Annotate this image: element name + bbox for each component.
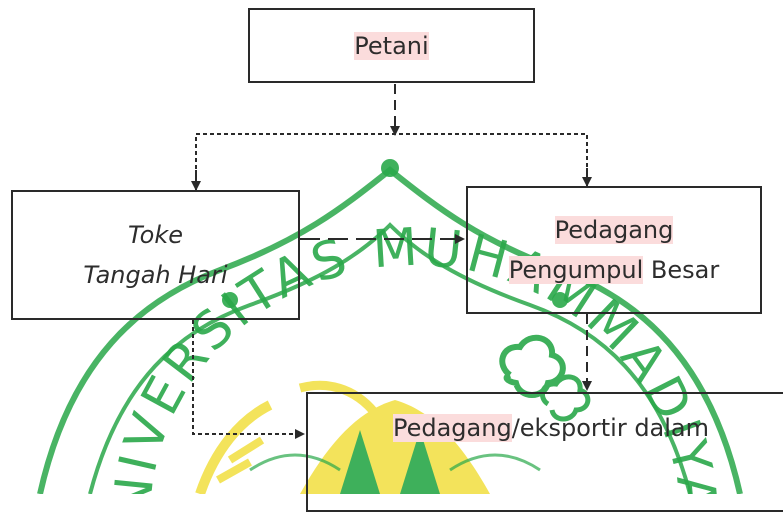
node-eksportir-rest: /eksportir dalam <box>511 414 710 442</box>
connector-toke-to-eksportir <box>192 320 305 439</box>
highlight-pengumpul: Pengumpul <box>508 256 644 284</box>
node-pengumpul-line1: Pedagang <box>554 210 674 250</box>
highlight-pedagang-eksportir: Pedagang <box>392 414 512 442</box>
node-toke-line2: Tangah Hari <box>83 261 228 289</box>
node-petani-label: Petani <box>354 26 429 66</box>
node-pedagang-eksportir: Pedagang/eksportir dalam <box>306 392 783 512</box>
node-petani: Petani <box>248 8 535 83</box>
node-toke-line1: Toke <box>127 221 184 249</box>
node-eksportir-line1: Pedagang/eksportir dalam <box>392 408 710 448</box>
watermark-seal: UNIVERSITAS MUHAMMADIYAH <box>0 0 743 494</box>
node-toke-tangah-hari: Toke Tangah Hari <box>11 190 300 320</box>
node-pengumpul-besar-text: Besar <box>643 256 720 284</box>
node-pedagang-pengumpul-besar: Pedagang Pengumpul Besar <box>466 186 762 314</box>
connector-layer <box>191 84 592 439</box>
highlight-petani: Petani <box>354 31 429 60</box>
connector-split-branch <box>195 133 588 190</box>
node-pengumpul-line2: Pengumpul Besar <box>508 250 720 290</box>
highlight-pedagang: Pedagang <box>554 216 674 244</box>
